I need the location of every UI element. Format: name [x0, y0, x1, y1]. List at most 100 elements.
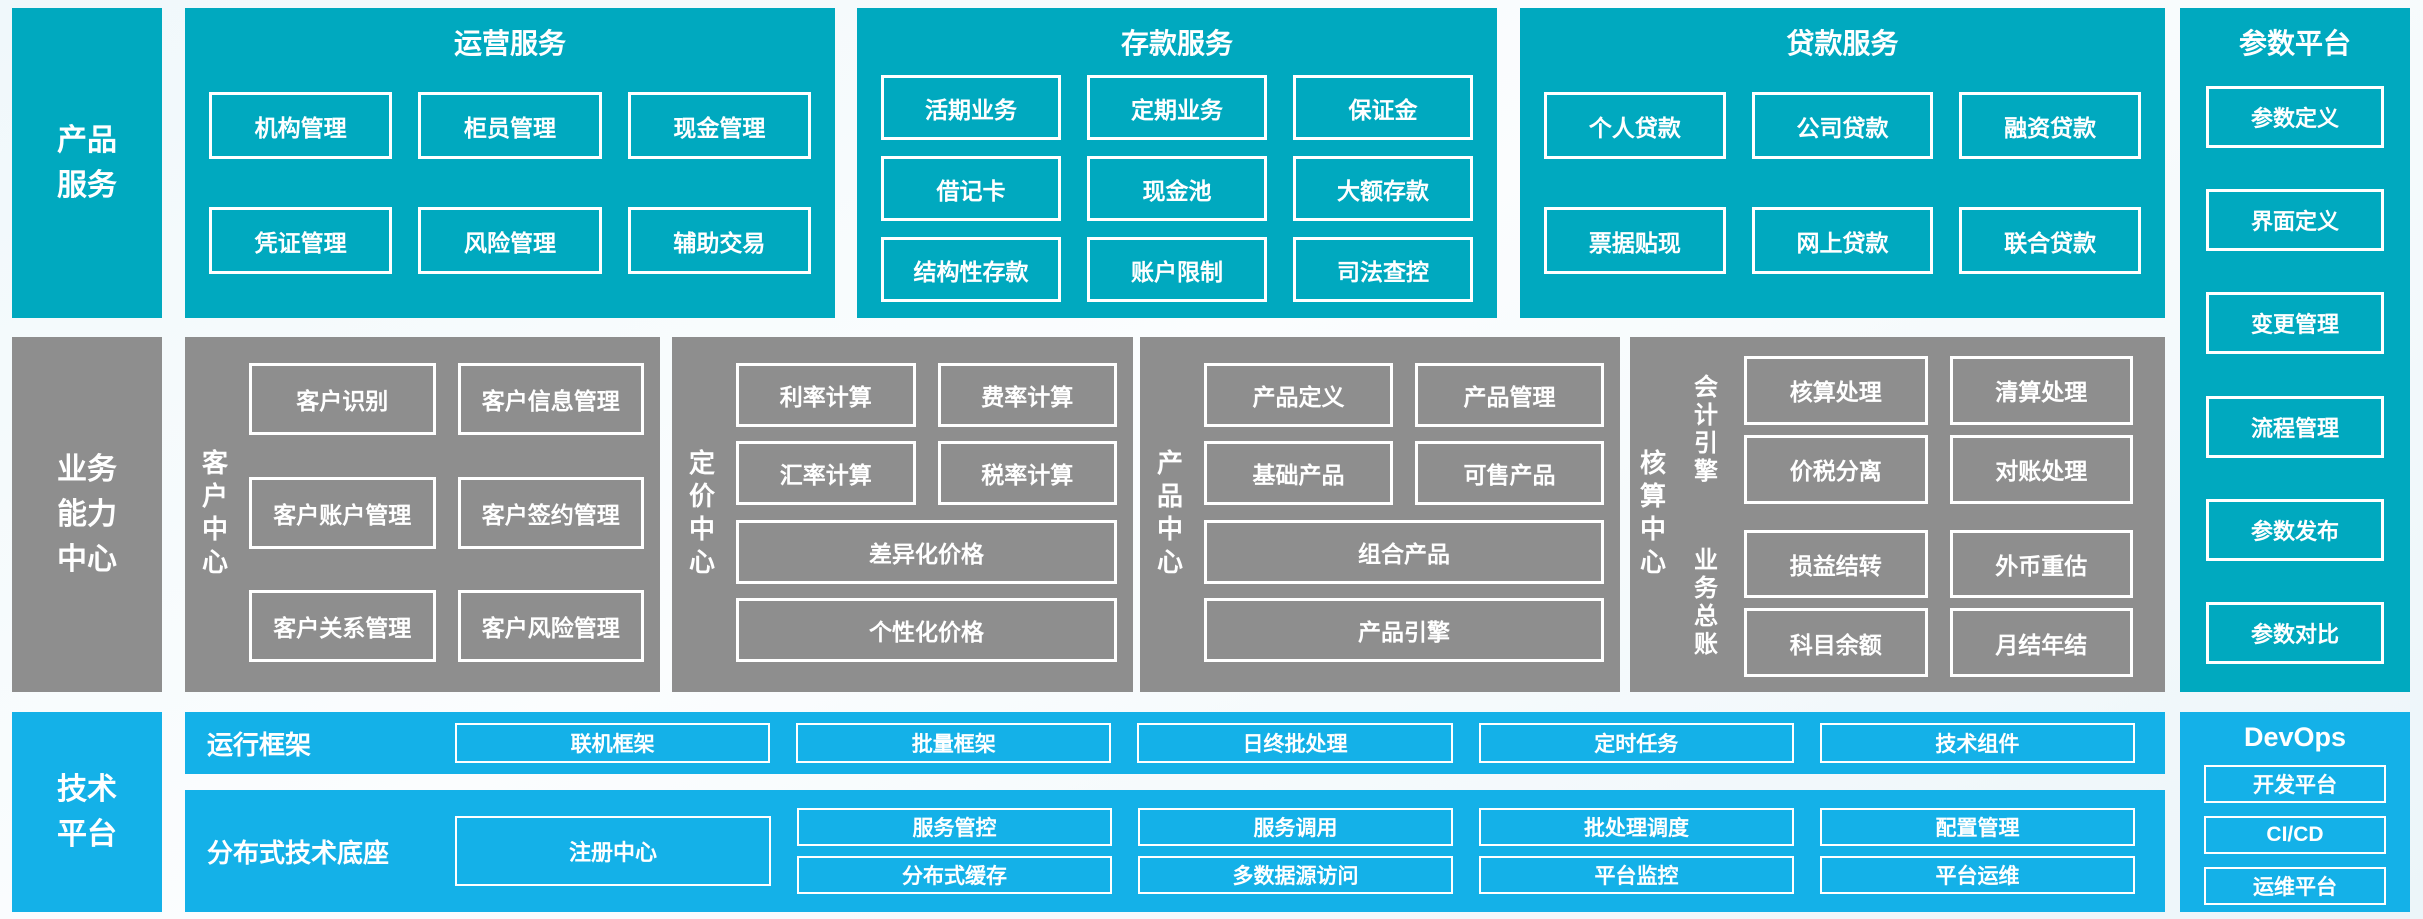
- module-box: 批处理调度: [1479, 808, 1794, 846]
- section-product-center: 产品中心 产品定义 产品管理 基础产品 可售产品 组合产品 产品引擎: [1140, 337, 1620, 692]
- module-box: 产品引擎: [1204, 597, 1604, 662]
- module-box: 凭证管理: [209, 207, 393, 274]
- business-ledger-group: 业务总账 损益结转 外币重估 科目余额 月结年结: [1674, 529, 2133, 677]
- module-box: 客户签约管理: [457, 476, 644, 549]
- rail-product-services: 产品 服务: [12, 8, 162, 318]
- rail-tech-platform: 技术 平台: [12, 712, 162, 912]
- module-box: 利率计算: [736, 363, 916, 427]
- module-box: 费率计算: [937, 363, 1117, 427]
- module-box: 网上贷款: [1751, 207, 1934, 274]
- module-box: 公司贷款: [1751, 92, 1934, 159]
- module-box: 个性化价格: [736, 597, 1117, 662]
- section-operations-services: 运营服务 机构管理 柜员管理 现金管理 凭证管理 风险管理 辅助交易: [185, 8, 835, 318]
- module-box: 产品定义: [1204, 363, 1393, 427]
- section-vertical-label: 客户中心: [198, 448, 229, 581]
- module-box: 定时任务: [1478, 723, 1794, 763]
- section-parameter-platform: 参数平台 参数定义 界面定义 变更管理 流程管理 参数发布 参数对比: [2180, 8, 2410, 692]
- module-box: 服务调用: [1138, 808, 1453, 846]
- parameter-stack: 参数定义 界面定义 变更管理 流程管理 参数发布 参数对比: [2206, 86, 2384, 664]
- module-box: 客户风险管理: [457, 590, 644, 662]
- module-box: 日终批处理: [1137, 723, 1453, 763]
- band-distributed-base: 分布式技术底座 注册中心 服务管控 服务调用 批处理调度 配置管理 分布式缓存 …: [185, 790, 2165, 912]
- module-box: 界面定义: [2206, 189, 2384, 252]
- module-box: 票据贴现: [1544, 207, 1726, 274]
- group-vertical-label: 会计引擎: [1689, 373, 1717, 486]
- module-box: 对账处理: [1949, 434, 2133, 504]
- module-box: 基础产品: [1204, 441, 1393, 506]
- module-box: 借记卡: [881, 156, 1061, 221]
- module-box: 月结年结: [1949, 608, 2133, 677]
- module-box: 外币重估: [1949, 529, 2133, 599]
- module-box: 组合产品: [1204, 519, 1604, 584]
- module-box: 平台运维: [1820, 856, 2135, 894]
- module-box: 批量框架: [796, 723, 1112, 763]
- module-box: 参数发布: [2206, 498, 2384, 561]
- section-pricing-center: 定价中心 利率计算 费率计算 汇率计算 税率计算 差异化价格 个性化价格: [672, 337, 1133, 692]
- module-box: 客户关系管理: [249, 590, 436, 662]
- section-deposit-services: 存款服务 活期业务 定期业务 保证金 借记卡 现金池 大额存款 结构性存款 账户…: [857, 8, 1497, 318]
- module-box: 客户识别: [249, 363, 436, 435]
- module-box: 机构管理: [209, 92, 393, 159]
- section-accounting-center: 核算中心 会计引擎 核算处理 清算处理 价税分离 对账处理 业务总账: [1630, 337, 2165, 692]
- module-box: 开发平台: [2204, 765, 2386, 803]
- band-label: 分布式技术底座: [207, 837, 390, 868]
- module-box: 汇率计算: [736, 441, 916, 506]
- module-box: 现金池: [1087, 156, 1267, 221]
- module-box: 定期业务: [1087, 75, 1267, 140]
- module-box: 注册中心: [455, 816, 771, 886]
- loan-grid: 个人贷款 公司贷款 融资贷款 票据贴现 网上贷款 联合贷款: [1520, 92, 2165, 274]
- pricing-grid: 利率计算 费率计算 汇率计算 税率计算 差异化价格 个性化价格: [730, 337, 1133, 692]
- module-box: 结构性存款: [881, 237, 1061, 302]
- module-box: 运维平台: [2204, 867, 2386, 905]
- module-box: 现金管理: [627, 92, 811, 159]
- section-title: DevOps: [2243, 722, 2347, 752]
- module-box: 联合贷款: [1959, 207, 2141, 274]
- module-box: 多数据源访问: [1138, 856, 1453, 894]
- module-box: 核算处理: [1744, 356, 1928, 425]
- section-vertical-label: 产品中心: [1153, 448, 1184, 581]
- product-grid: 产品定义 产品管理 基础产品 可售产品 组合产品 产品引擎: [1198, 337, 1620, 692]
- module-box: 大额存款: [1293, 156, 1473, 221]
- module-box: 流程管理: [2206, 395, 2384, 458]
- module-box: 清算处理: [1949, 356, 2133, 425]
- module-box: 分布式缓存: [797, 856, 1112, 894]
- module-box: 联机框架: [455, 723, 771, 763]
- module-box: 司法查控: [1293, 237, 1473, 302]
- module-box: 价税分离: [1744, 434, 1928, 504]
- module-box: CI/CD: [2204, 816, 2386, 854]
- section-loan-services: 贷款服务 个人贷款 公司贷款 融资贷款 票据贴现 网上贷款 联合贷款: [1520, 8, 2165, 318]
- section-title: 存款服务: [1120, 28, 1233, 59]
- module-box: 客户信息管理: [457, 363, 644, 435]
- module-box: 变更管理: [2206, 292, 2384, 355]
- section-title: 贷款服务: [1786, 28, 1899, 59]
- module-box: 参数对比: [2206, 601, 2384, 664]
- operations-grid: 机构管理 柜员管理 现金管理 凭证管理 风险管理 辅助交易: [185, 92, 835, 274]
- module-box: 科目余额: [1744, 608, 1928, 677]
- customer-grid: 客户识别 客户信息管理 客户账户管理 客户签约管理 客户关系管理 客户风险管理: [243, 337, 660, 692]
- section-customer-center: 客户中心 客户识别 客户信息管理 客户账户管理 客户签约管理 客户关系管理 客户…: [185, 337, 660, 692]
- section-title: 运营服务: [453, 28, 566, 59]
- module-box: 配置管理: [1820, 808, 2135, 846]
- band-runtime-framework: 运行框架 联机框架 批量框架 日终批处理 定时任务 技术组件: [185, 712, 2165, 774]
- module-box: 账户限制: [1087, 237, 1267, 302]
- section-devops: DevOps 开发平台 CI/CD 运维平台: [2180, 712, 2410, 912]
- module-box: 税率计算: [937, 441, 1117, 506]
- section-vertical-label: 定价中心: [685, 448, 716, 581]
- module-box: 活期业务: [881, 75, 1061, 140]
- module-box: 辅助交易: [627, 207, 811, 274]
- module-box: 融资贷款: [1959, 92, 2141, 159]
- module-box: 平台监控: [1479, 856, 1794, 894]
- group-vertical-label: 业务总账: [1689, 547, 1717, 660]
- band-label: 运行框架: [207, 729, 312, 760]
- rail-business-capability: 业务 能力 中心: [12, 337, 162, 692]
- module-box: 柜员管理: [418, 92, 602, 159]
- module-box: 产品管理: [1415, 363, 1604, 427]
- accounting-engine-group: 会计引擎 核算处理 清算处理 价税分离 对账处理: [1674, 356, 2133, 504]
- module-box: 风险管理: [418, 207, 602, 274]
- module-box: 差异化价格: [736, 519, 1117, 584]
- section-vertical-label: 核算中心: [1636, 448, 1667, 581]
- module-box: 个人贷款: [1544, 92, 1726, 159]
- module-box: 客户账户管理: [249, 476, 436, 549]
- module-box: 技术组件: [1819, 723, 2136, 763]
